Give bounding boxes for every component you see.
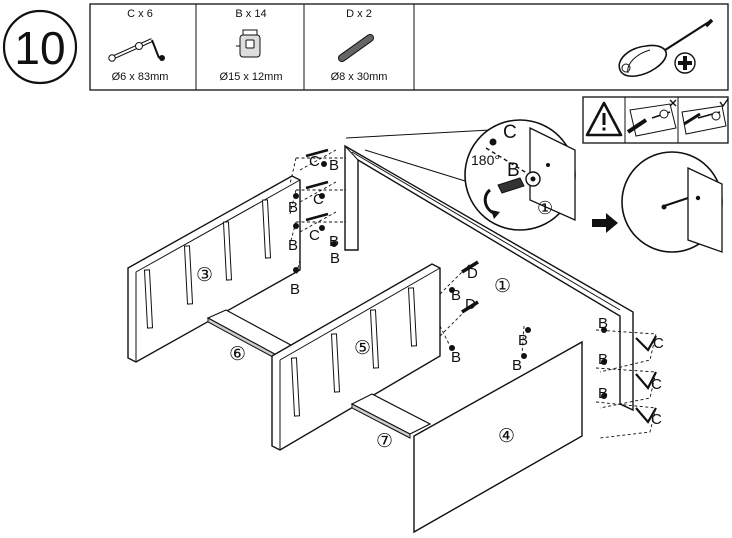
step-badge: 10 bbox=[2, 9, 78, 85]
label-b-mid-1: B bbox=[451, 287, 461, 304]
parts-table: C x 6 Ø6 x 83mm B x 14 Ø15 x 12mm bbox=[89, 3, 729, 91]
correct-assembly-icon bbox=[681, 98, 729, 135]
part-c-cell: C x 6 Ø6 x 83mm bbox=[108, 8, 169, 83]
cam-bolts-left bbox=[305, 148, 329, 222]
arrow-right-icon bbox=[592, 213, 618, 233]
label-b-left-5: B bbox=[330, 250, 340, 267]
side-panel-3: ③ bbox=[127, 175, 301, 363]
label-panel-3: ③ bbox=[196, 265, 213, 286]
label-b-left-2: B bbox=[288, 199, 298, 216]
incorrect-assembly-icon bbox=[626, 99, 677, 137]
shelf-7: ⑦ bbox=[350, 393, 432, 452]
part-c-size: Ø6 x 83mm bbox=[112, 71, 169, 83]
label-b-left-4: B bbox=[329, 233, 339, 250]
wooden-dowel-icon bbox=[338, 34, 374, 62]
back-panel-1: ① bbox=[344, 144, 634, 412]
cam-bolts-right bbox=[635, 335, 657, 424]
label-panel-1: ① bbox=[494, 276, 511, 297]
label-c-left-1: C bbox=[309, 153, 320, 170]
label-b-right-3: B bbox=[598, 385, 608, 402]
assembly-drawing: ① ③ ⑥ bbox=[127, 144, 664, 534]
part-d-cell: D x 2 Ø8 x 30mm bbox=[331, 8, 388, 83]
label-c-right-2: C bbox=[651, 376, 662, 393]
label-b-mid-3: B bbox=[512, 357, 522, 374]
detail-panel-number: ① bbox=[537, 198, 553, 218]
shelf-6: ⑥ bbox=[206, 309, 302, 365]
part-b-size: Ø15 x 12mm bbox=[220, 71, 283, 83]
cam-lock-icon bbox=[236, 29, 261, 58]
label-b-mid-2: B bbox=[451, 349, 461, 366]
detail-rotation-label: 180° bbox=[471, 152, 500, 168]
label-c-right-3: C bbox=[651, 411, 662, 428]
dowels-d bbox=[461, 260, 479, 314]
phillips-screwdriver-icon bbox=[618, 18, 714, 78]
step-number: 10 bbox=[14, 22, 65, 74]
warning-triangle-icon bbox=[585, 101, 623, 137]
result-detail-circle bbox=[621, 151, 723, 253]
front-panel-4: ④ bbox=[413, 340, 583, 534]
label-b-mid-4: B bbox=[518, 332, 528, 349]
detail-label-b: B bbox=[507, 160, 520, 181]
label-b-left-6: B bbox=[290, 281, 300, 298]
label-panel-4: ④ bbox=[498, 426, 515, 447]
part-b-qty: B x 14 bbox=[235, 8, 266, 20]
part-d-qty: D x 2 bbox=[346, 8, 372, 20]
detail-label-c: C bbox=[503, 122, 517, 143]
part-c-qty: C x 6 bbox=[127, 8, 153, 20]
label-panel-5: ⑤ bbox=[354, 338, 371, 359]
label-panel-6: ⑥ bbox=[229, 344, 246, 365]
fitting-labels: C B C B C B B B B D B D B B B B C B C B … bbox=[288, 153, 664, 428]
part-d-size: Ø8 x 30mm bbox=[331, 71, 388, 83]
cam-bolt-icon bbox=[108, 38, 165, 62]
label-c-right-1: C bbox=[653, 335, 664, 352]
label-panel-7: ⑦ bbox=[376, 431, 393, 452]
label-c-left-2: C bbox=[313, 191, 324, 208]
label-d-2: D bbox=[465, 296, 476, 313]
label-c-left-3: C bbox=[309, 227, 320, 244]
cam-locks-b bbox=[293, 161, 607, 399]
divider-panel-5: ⑤ bbox=[271, 263, 441, 451]
warning-strip bbox=[582, 96, 729, 144]
label-b-left-3: B bbox=[288, 237, 298, 254]
label-b-right-2: B bbox=[598, 351, 608, 368]
label-d-1: D bbox=[467, 265, 478, 282]
label-b-right-1: B bbox=[598, 315, 608, 332]
label-b-left-1: B bbox=[329, 157, 339, 174]
part-b-cell: B x 14 Ø15 x 12mm bbox=[220, 8, 283, 83]
detail-callout: C 180° B ① bbox=[345, 119, 576, 231]
